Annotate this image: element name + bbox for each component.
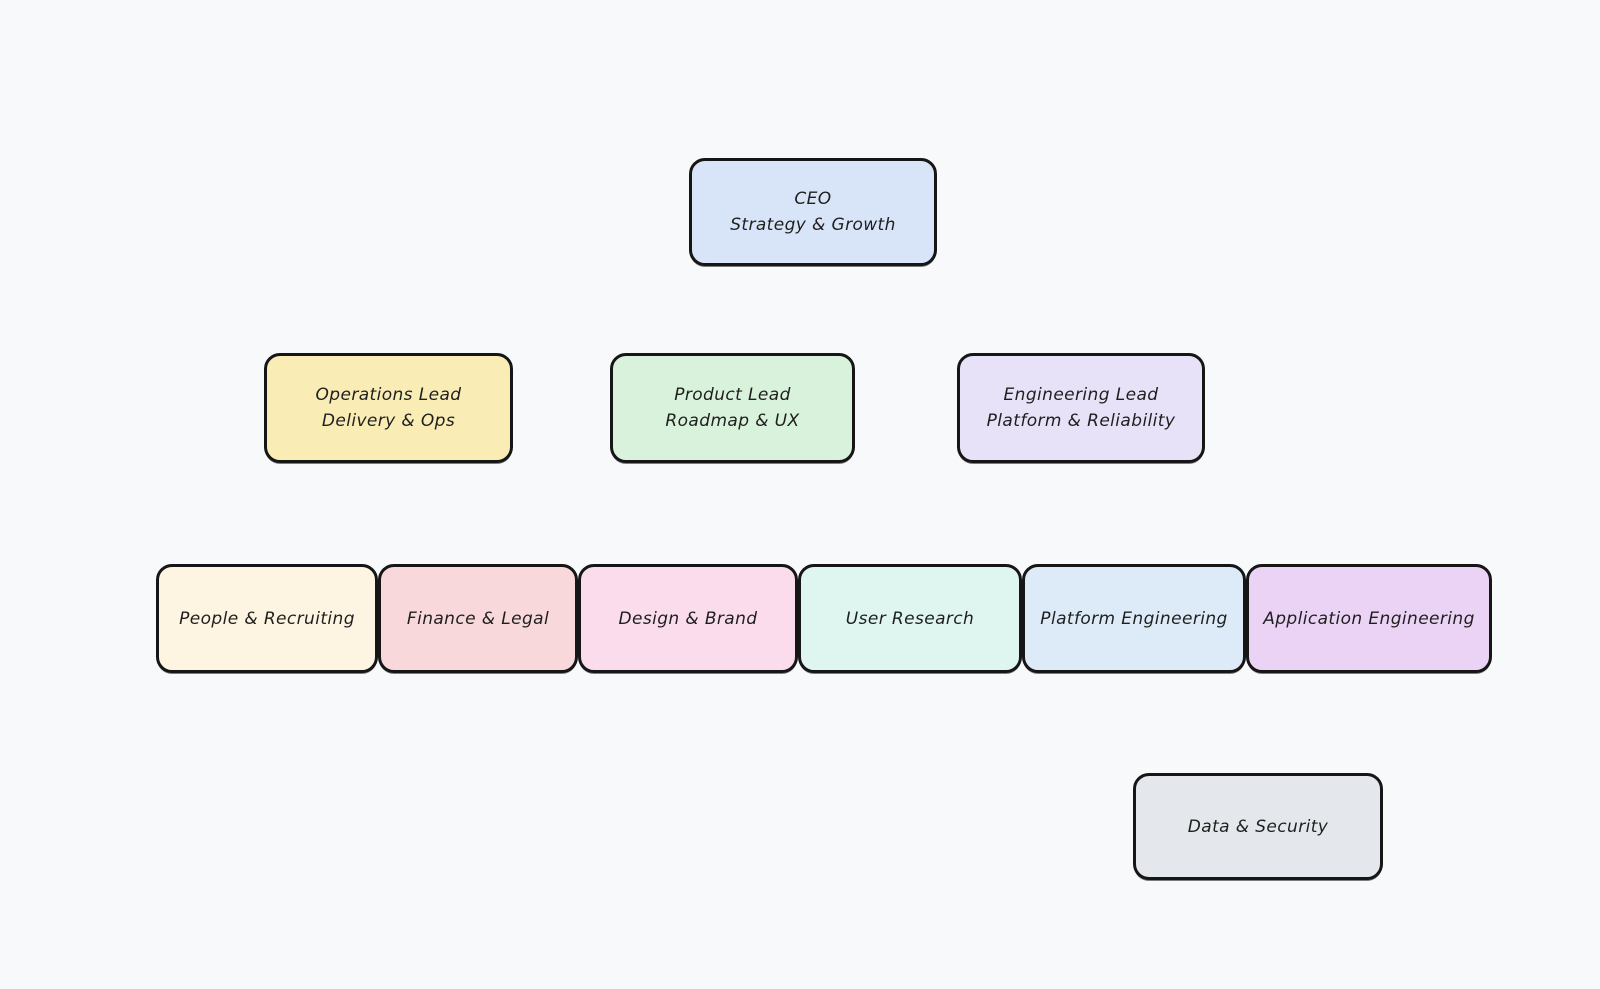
node-title: CEO	[794, 189, 832, 209]
node-title: Finance & Legal	[406, 608, 550, 629]
node-title: Data & Security	[1187, 816, 1329, 837]
node-finance-legal[interactable]: Finance & Legal	[378, 564, 578, 673]
node-title: Design & Brand	[618, 608, 758, 629]
node-title: Application Engineering	[1263, 608, 1475, 629]
node-subtitle: Delivery & Ops	[321, 411, 456, 431]
node-engineering-lead[interactable]: Engineering Lead Platform & Reliability	[957, 353, 1205, 463]
node-operations-lead[interactable]: Operations Lead Delivery & Ops	[264, 353, 513, 463]
node-title: User Research	[845, 608, 975, 629]
node-platform-engineering[interactable]: Platform Engineering	[1022, 564, 1246, 673]
node-user-research[interactable]: User Research	[798, 564, 1022, 673]
node-ceo[interactable]: CEO Strategy & Growth	[689, 158, 937, 266]
node-application-engineering[interactable]: Application Engineering	[1246, 564, 1492, 673]
node-subtitle: Strategy & Growth	[730, 215, 896, 235]
node-product-lead[interactable]: Product Lead Roadmap & UX	[610, 353, 855, 463]
node-people-recruiting[interactable]: People & Recruiting	[156, 564, 378, 673]
node-subtitle: Roadmap & UX	[665, 411, 800, 431]
node-design-brand[interactable]: Design & Brand	[578, 564, 798, 673]
node-data-security[interactable]: Data & Security	[1133, 773, 1383, 880]
node-title: Engineering Lead	[1003, 385, 1159, 405]
node-title: People & Recruiting	[179, 608, 355, 629]
node-title: Platform Engineering	[1040, 608, 1228, 629]
node-title: Product Lead	[674, 385, 791, 405]
node-title: Operations Lead	[315, 385, 462, 405]
node-subtitle: Platform & Reliability	[986, 411, 1176, 431]
